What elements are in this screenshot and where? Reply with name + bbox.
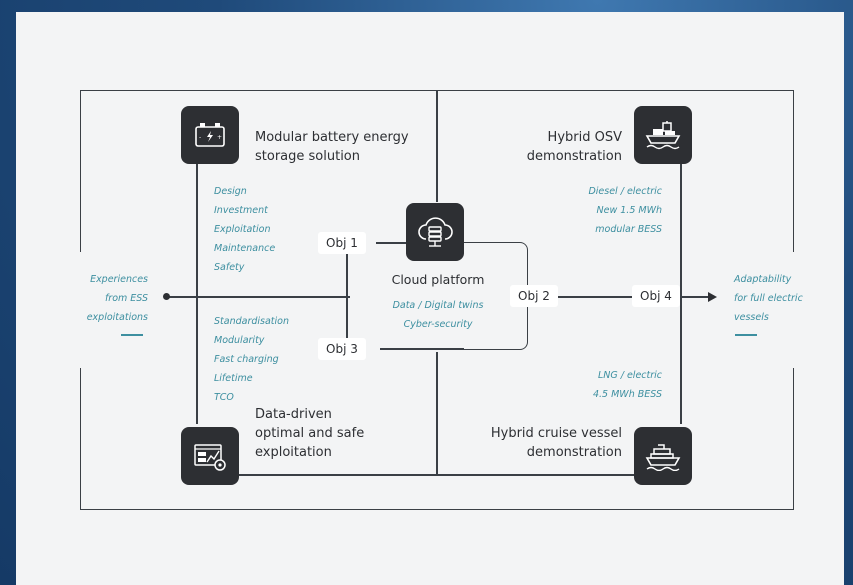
monitoring-dashboard-icon xyxy=(181,427,239,485)
obj1-to-cloud-line xyxy=(376,242,406,244)
list-item: Design xyxy=(214,186,247,197)
input-line xyxy=(168,296,350,298)
bottom-connector-line xyxy=(213,474,681,476)
hybrid-osv-list: Diesel / electric New 1.5 MWh modular BE… xyxy=(540,182,662,239)
input-dash xyxy=(121,334,143,336)
obj-2-label: Obj 2 xyxy=(510,285,558,307)
output-dash xyxy=(735,334,757,336)
cloud-platform-title: Cloud platform xyxy=(391,272,485,287)
battery-storage-title: Modular battery energy storage solution xyxy=(255,130,409,164)
output-line xyxy=(528,296,708,298)
offshore-vessel-icon xyxy=(634,106,692,164)
cruise-ship-icon xyxy=(634,427,692,485)
diagram-panel xyxy=(16,12,844,585)
list-item: New 1.5 MWh xyxy=(596,205,662,216)
list-item: 4.5 MWh BESS xyxy=(592,389,662,400)
list-item: Maintenance xyxy=(214,243,276,254)
center-top-divider xyxy=(436,90,438,202)
obj-1-label: Obj 1 xyxy=(318,232,366,254)
list-item: TCO xyxy=(214,392,234,403)
list-item: Diesel / electric xyxy=(588,186,662,197)
list-item: modular BESS xyxy=(595,224,662,235)
svg-text:-: - xyxy=(199,134,201,141)
list-item: LNG / electric xyxy=(597,370,662,381)
data-driven-title: Data-driven optimal and safe exploitatio… xyxy=(255,407,365,460)
battery-icon: - + xyxy=(181,106,239,164)
list-item: Investment xyxy=(214,205,268,216)
output-arrow-icon xyxy=(708,292,717,302)
obj-4-label: Obj 4 xyxy=(632,285,680,307)
battery-storage-list: Design Investment Exploitation Maintenan… xyxy=(214,182,275,277)
cruise-vessel-title: Hybrid cruise vessel demonstration xyxy=(490,426,622,460)
center-bottom-divider xyxy=(436,352,438,474)
data-driven-list: Standardisation Modularity Fast charging… xyxy=(214,312,289,407)
list-item: Lifetime xyxy=(214,373,253,384)
list-item: Modularity xyxy=(214,335,265,346)
inner-left-vertical xyxy=(346,242,348,348)
input-label: Experiences from ESS exploitations xyxy=(86,274,148,323)
list-item: Standardisation xyxy=(214,316,289,327)
hybrid-osv-title: Hybrid OSV demonstration xyxy=(526,130,622,164)
list-item: Fast charging xyxy=(214,354,279,365)
output-label: Adaptability for full electric vessels xyxy=(734,274,803,323)
list-item: Exploitation xyxy=(214,224,271,235)
obj3-line xyxy=(380,348,464,350)
cloud-database-icon xyxy=(406,203,464,261)
obj-3-label: Obj 3 xyxy=(318,338,366,360)
svg-text:+: + xyxy=(217,134,222,141)
cloud-platform-details: Data / Digital twins Cyber-security xyxy=(392,300,484,330)
cruise-vessel-list: LNG / electric 4.5 MWh BESS xyxy=(540,366,662,404)
right-vertical-line xyxy=(680,162,682,424)
input-dot xyxy=(163,293,170,300)
left-vertical-line xyxy=(196,162,198,424)
list-item: Safety xyxy=(214,262,245,273)
